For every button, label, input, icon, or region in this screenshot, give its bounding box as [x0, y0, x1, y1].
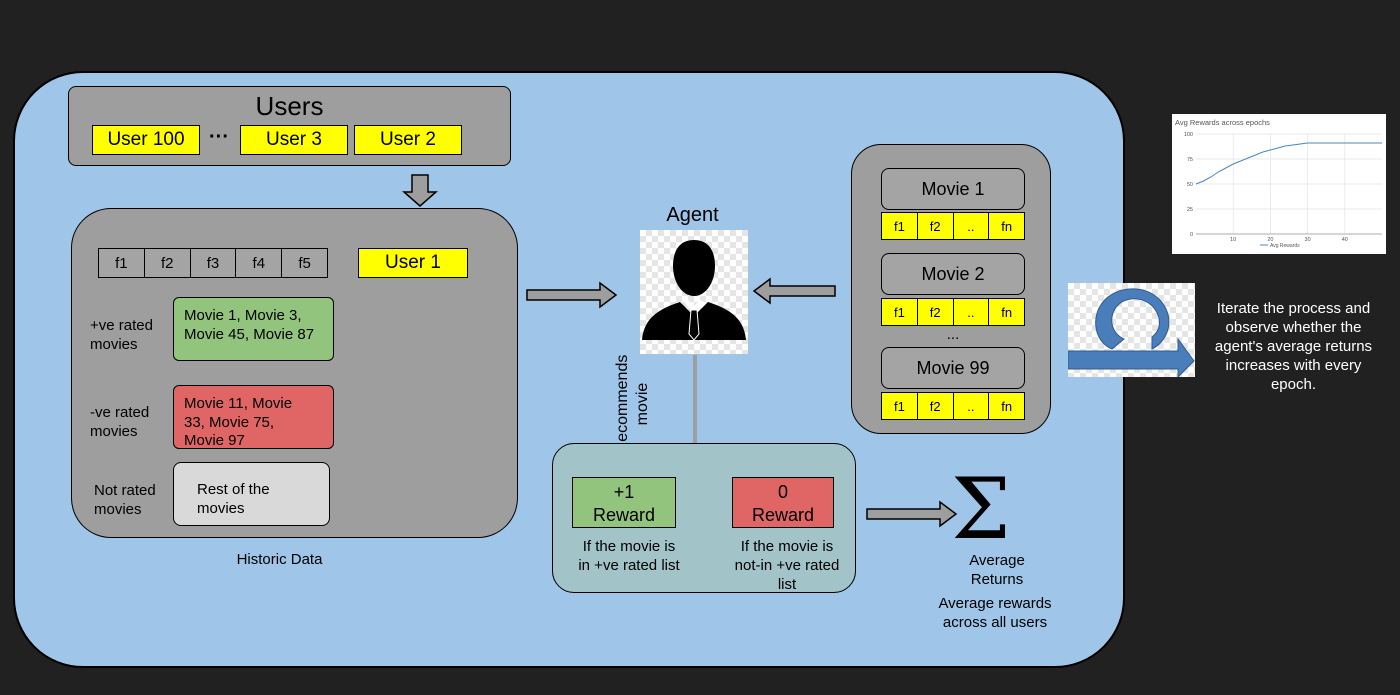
loop-icon-box: [1068, 283, 1195, 377]
feature-cell: f1: [99, 249, 145, 277]
legend-label: Avg Rewards: [1270, 243, 1300, 249]
chart-svg: Avg Rewards across epochs 0 25 50 75 100 10 2…: [1175, 118, 1382, 249]
x-tick-label: 10: [1230, 237, 1236, 243]
y-tick-label: 100: [1184, 132, 1193, 138]
x-tick-label: 40: [1342, 237, 1348, 243]
positive-reward-condition: If the movie is in +ve rated list: [578, 538, 680, 574]
x-tick-label: 20: [1267, 237, 1273, 243]
feature-cell: f2: [145, 249, 191, 277]
movie-title-1: Movie 1: [881, 168, 1025, 210]
down-arrow: [402, 174, 438, 207]
right-arrow-to-agent: [526, 281, 618, 309]
feature-cell: f1: [882, 299, 918, 325]
positive-rated-label: +ve rated movies: [90, 317, 153, 353]
person-icon: [642, 240, 746, 341]
users-ellipsis: ···: [209, 126, 229, 148]
movie-feature-row-1: f1 f2 .. fn: [881, 212, 1025, 240]
feature-cell: f1: [882, 213, 918, 239]
left-arrow-to-agent: [752, 277, 836, 305]
movie-title-99: Movie 99: [881, 347, 1025, 389]
movie-title-2: Movie 2: [881, 253, 1025, 295]
zero-reward-label: Reward: [751, 505, 815, 525]
user-box-100: User 100: [92, 125, 200, 155]
iterate-description: Iterate the process and observe whether …: [1214, 300, 1373, 393]
movie-feature-row-99: f1 f2 .. fn: [881, 392, 1025, 420]
sigma-icon: Σ: [951, 460, 1011, 558]
user-box-3: User 3: [240, 125, 348, 155]
movie-feature-row-2: f1 f2 .. fn: [881, 298, 1025, 326]
series-line-avg-rewards: [1195, 142, 1382, 185]
y-tick-label: 50: [1187, 182, 1193, 188]
feature-cell: fn: [1001, 398, 1013, 414]
feature-cell: ..: [954, 299, 990, 325]
user-feature-row: f1 f2 f3 f4 f5: [98, 248, 328, 278]
feature-cell: ..: [954, 213, 990, 239]
movies-ellipsis: ...: [946, 326, 960, 343]
current-user-box: User 1: [358, 248, 468, 278]
agent-title: Agent: [666, 204, 719, 226]
avg-rewards-chart: Avg Rewards across epochs 0 25 50 75 100 10 2…: [1172, 114, 1386, 254]
feature-cell: ..: [954, 393, 990, 419]
right-arrow-to-returns: [866, 500, 958, 528]
feature-cell: f1: [882, 393, 918, 419]
users-title: Users: [255, 91, 324, 121]
historic-data-caption: Historic Data: [236, 551, 323, 568]
feature-cell: f2: [918, 393, 954, 419]
y-tick-label: 25: [1187, 207, 1193, 213]
not-rated-movies: Rest of the movies: [173, 462, 330, 526]
zero-reward-value: 0: [777, 482, 788, 502]
zero-reward-box: 0 Reward: [732, 477, 834, 528]
feature-cell: f2: [918, 299, 954, 325]
average-returns-label: Average Returns: [969, 552, 1025, 588]
feature-cell: f4: [236, 249, 283, 277]
feature-cell: f2: [918, 213, 954, 239]
positive-rated-movies: Movie 1, Movie 3, Movie 45, Movie 87: [173, 297, 334, 361]
feature-cell: fn: [1001, 304, 1013, 320]
y-tick-label: 0: [1190, 232, 1193, 238]
feature-cell: fn: [1001, 218, 1013, 234]
positive-reward-value: +1: [613, 482, 635, 502]
x-tick-label: 30: [1305, 237, 1311, 243]
agent-image: [640, 230, 748, 354]
chart-title: Avg Rewards across epochs: [1175, 118, 1270, 127]
average-rewards-description: Average rewards across all users: [938, 595, 1052, 631]
user-box-2: User 2: [354, 125, 462, 155]
negative-rated-label: -ve rated movies: [90, 404, 150, 440]
y-tick-label: 75: [1187, 157, 1193, 163]
feature-cell: f5: [298, 254, 311, 272]
negative-rated-movies: Movie 11, Movie 33, Movie 75, Movie 97: [173, 385, 334, 449]
zero-reward-condition: If the movie is not-in +ve rated list: [734, 538, 840, 593]
positive-reward-label: Reward: [592, 505, 656, 525]
feature-cell: f3: [191, 249, 237, 277]
positive-reward-box: +1 Reward: [572, 477, 676, 528]
not-rated-label: Not rated movies: [94, 482, 156, 518]
iterate-loop-icon: [1068, 288, 1195, 377]
